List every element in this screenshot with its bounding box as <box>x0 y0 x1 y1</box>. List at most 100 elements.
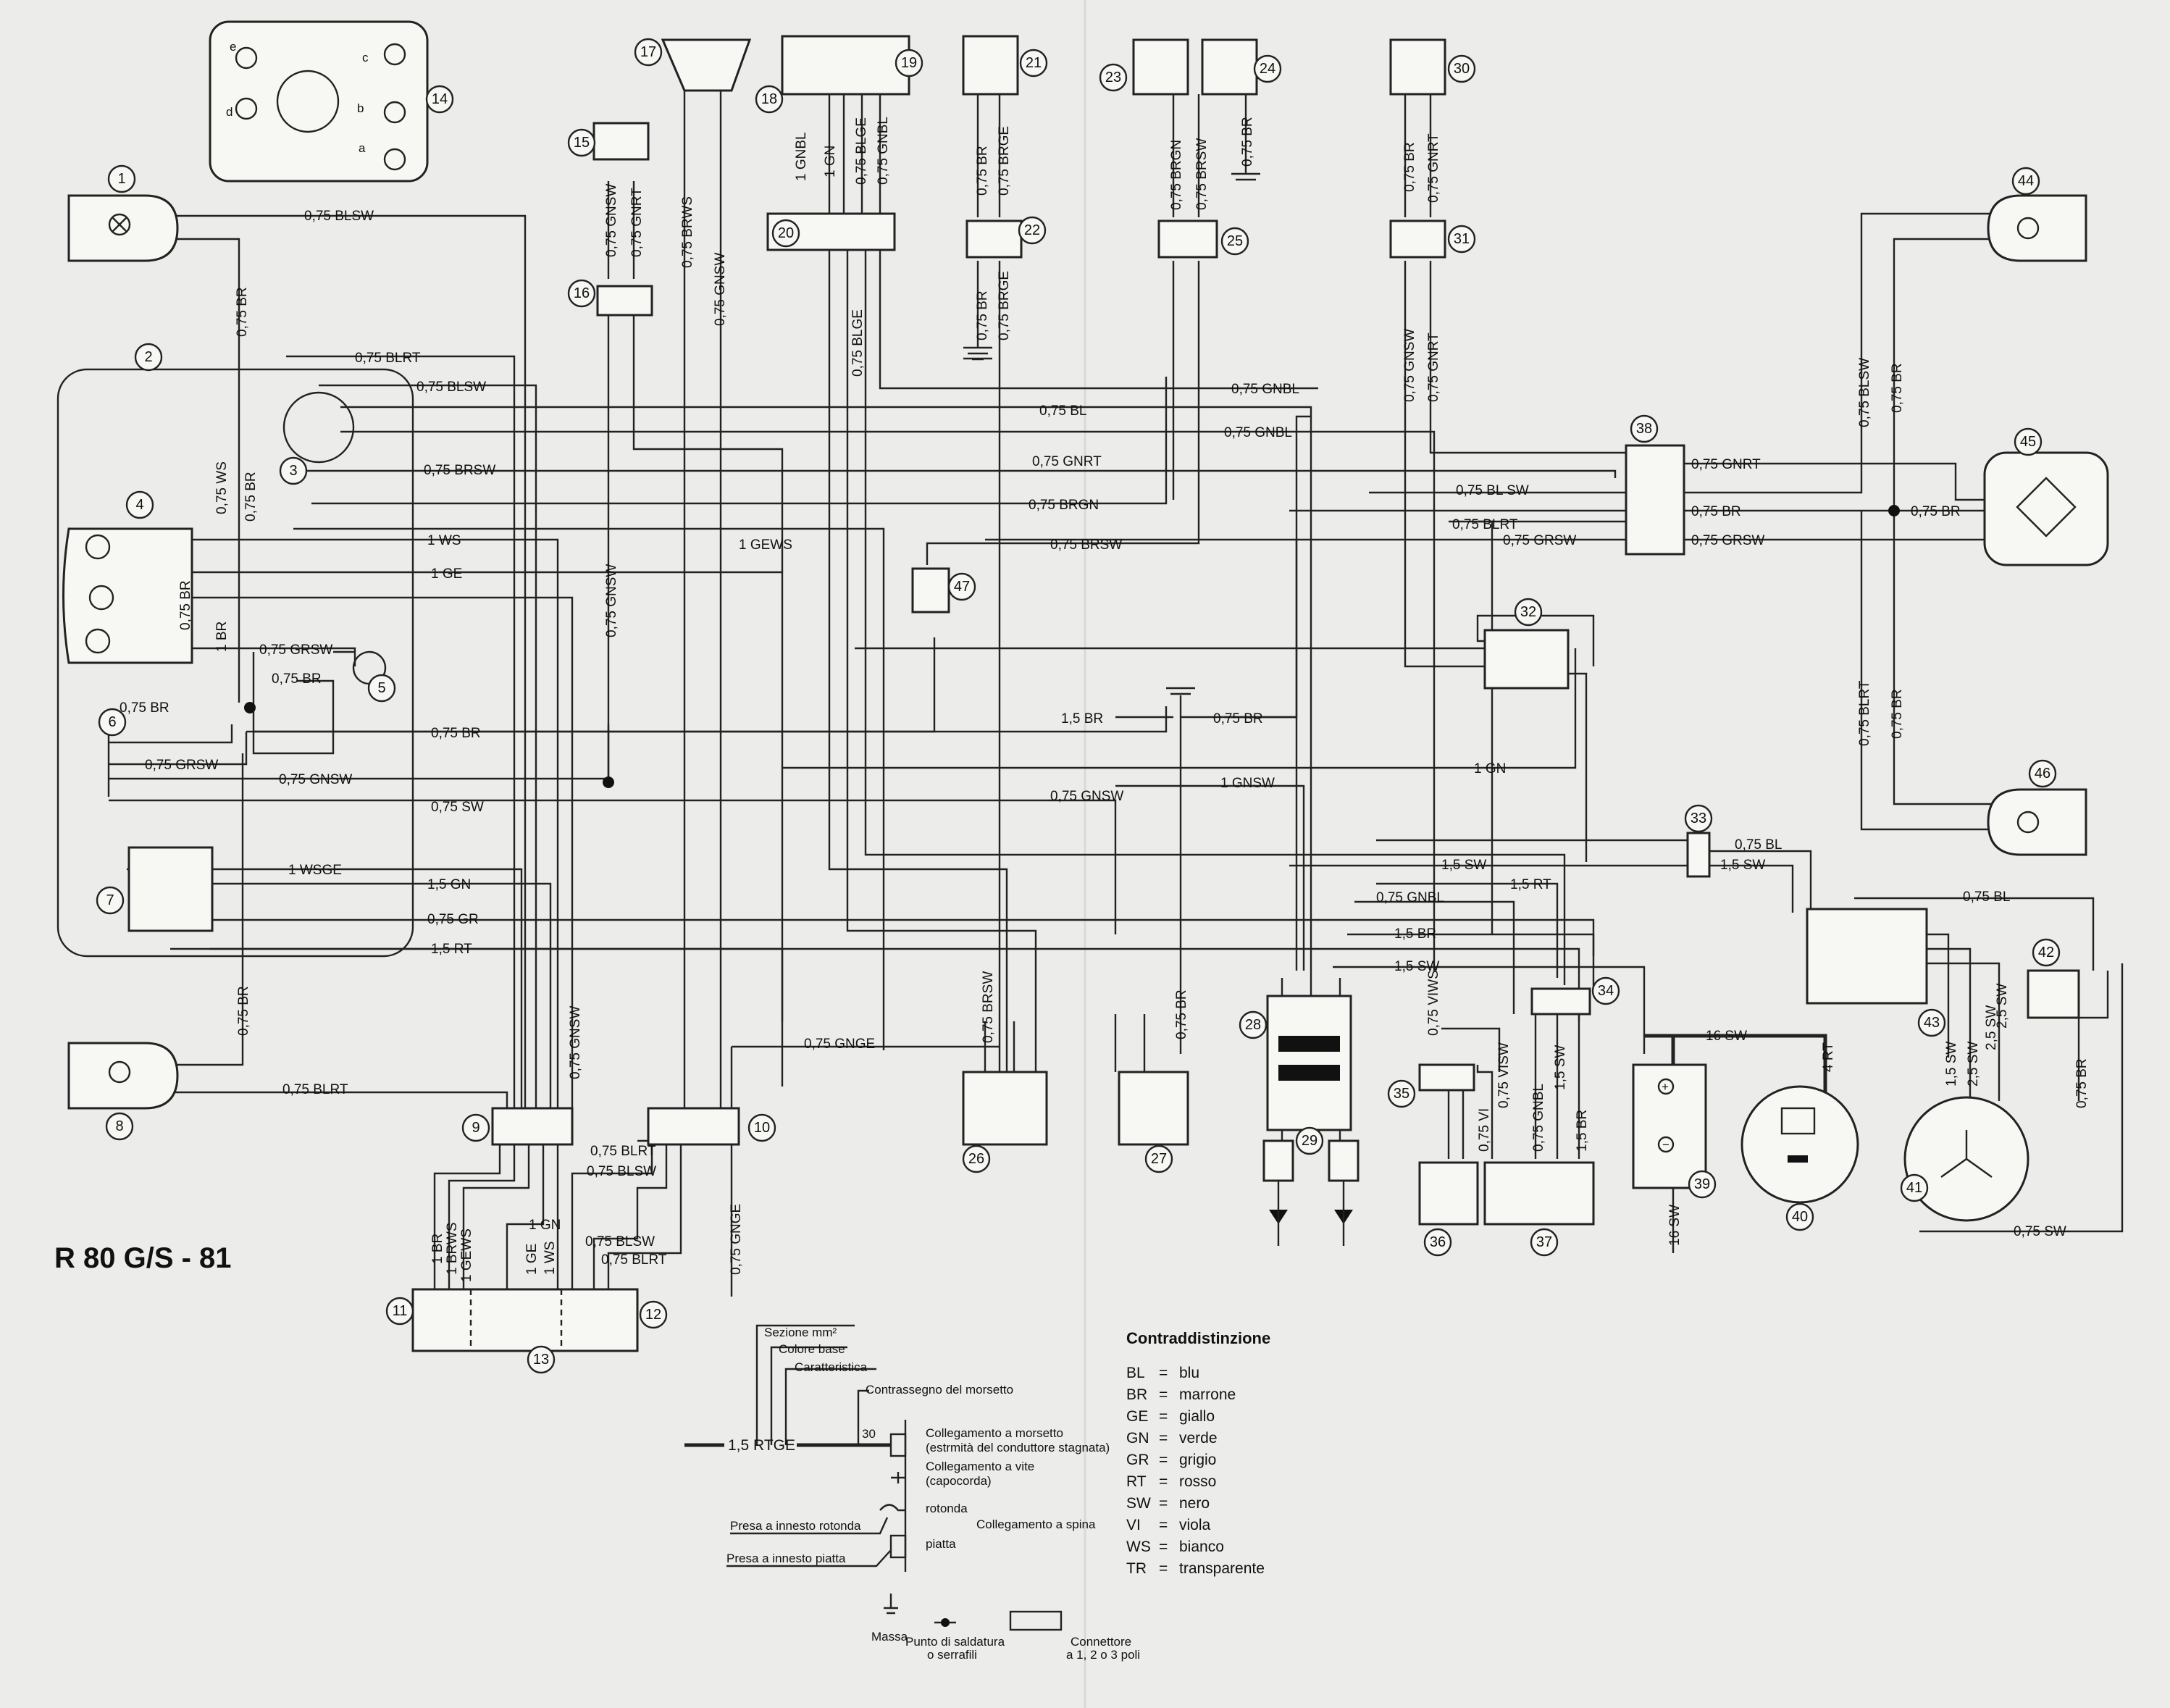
component-number: 33 <box>1691 811 1706 826</box>
wire-label: 2,5 SW <box>1984 1005 1999 1050</box>
component-number: 17 <box>640 44 656 60</box>
wire-label: 0,75 BRSW <box>424 463 495 478</box>
wire-label: 4 RT <box>1821 1042 1836 1072</box>
wire-label: 0,75 BR <box>1691 504 1741 519</box>
wire-label: 0,75 BLRT <box>1452 517 1518 532</box>
legend-color-name: nero <box>1179 1495 1210 1512</box>
wire-label: 0,75 BLGE <box>854 117 869 185</box>
legend-color-name: marrone <box>1179 1386 1236 1403</box>
wire-label: 0,75 BR <box>120 700 169 716</box>
wire-label: 1,5 SW <box>1553 1045 1568 1090</box>
component-11-12-13-switch-unit <box>411 1288 639 1352</box>
component-26-relay <box>962 1071 1048 1146</box>
wire-label: 1,5 SW <box>1720 858 1765 873</box>
legend-row: BR=marrone <box>1126 1386 1236 1403</box>
wire-label: 0,75 BR <box>2074 1058 2090 1108</box>
component-number: 44 <box>2018 173 2034 189</box>
component-number: 4 <box>135 497 143 513</box>
wire-label: 0,75 WS <box>214 461 230 514</box>
legend-heading: Contraddistinzione <box>1126 1329 1270 1347</box>
solder-points <box>244 505 1900 788</box>
component-35-connector <box>1418 1063 1475 1092</box>
wire-labels-vertical: 0,75 BR 0,75 WS 0,75 BR 1 BR 0,75 BR 0,7… <box>178 117 2090 1282</box>
key-colore: Colore base <box>779 1342 845 1356</box>
legend-eq: = <box>1159 1539 1168 1555</box>
battery-minus: − <box>1662 1138 1670 1152</box>
wire-label: 0,75 BLRT <box>601 1252 667 1268</box>
wire-label: 0,75 GNRT <box>1691 457 1761 472</box>
wire-label: 0,75 GNSW <box>604 184 619 257</box>
component-number: 3 <box>289 463 297 479</box>
wire-label: 0,75 VIWS <box>1426 970 1441 1036</box>
component-number: 30 <box>1454 61 1470 77</box>
component-number: 32 <box>1520 604 1536 620</box>
key-coll-morsetto-sub: (estrmità del conduttore stagnata) <box>926 1441 1110 1454</box>
component-number: 2 <box>144 349 152 365</box>
component-number: 11 <box>393 1303 408 1319</box>
wire-label: 0,75 GNRT <box>1032 454 1102 469</box>
wire-label: 1 GE <box>524 1244 540 1275</box>
wire-label: 1 GN <box>823 146 838 177</box>
component-number: 22 <box>1024 222 1040 238</box>
wire-label: 1,5 RT <box>1510 877 1551 892</box>
component-43-rectifier <box>1806 908 1928 1005</box>
legend-code: GN <box>1126 1430 1149 1447</box>
wire-label: 1 GEWS <box>739 537 792 553</box>
wire-label: 1 BR <box>214 621 230 652</box>
component-36-switch <box>1418 1161 1479 1226</box>
legend-code: VI <box>1126 1517 1141 1533</box>
wire-label: 1 GN <box>529 1218 561 1233</box>
component-number: 37 <box>1536 1234 1552 1250</box>
bulb-letter-b: b <box>357 101 364 115</box>
component-number: 45 <box>2020 434 2036 450</box>
component-27-switch <box>1118 1071 1189 1146</box>
legend-row: GE=giallo <box>1126 1408 1215 1425</box>
component-number: 31 <box>1454 231 1470 247</box>
wire-label: 0,75 BLRT <box>355 351 421 366</box>
wire-label: 1,5 RT <box>431 942 472 957</box>
component-number: 9 <box>472 1120 479 1136</box>
page-title: R 80 G/S - 81 <box>54 1242 232 1274</box>
wire-label: 0,75 BL <box>1963 889 2011 905</box>
component-42-sensor <box>2027 969 2080 1019</box>
wire-label: 1 BRWS <box>445 1222 460 1275</box>
wire-label: 0,75 BR <box>1890 689 1905 739</box>
legend-row: SW=nero <box>1126 1495 1210 1512</box>
key-caratteristica: Caratteristica <box>795 1360 868 1374</box>
wire-label: 0,75 VISW <box>1496 1042 1512 1108</box>
component-number: 27 <box>1151 1151 1167 1167</box>
component-number: 15 <box>574 135 590 151</box>
wire-label: 0,75 BRSW <box>981 971 996 1043</box>
wire-label: 16 SW <box>1667 1205 1683 1246</box>
component-37-switch <box>1483 1161 1595 1226</box>
legend-row: GN=verde <box>1126 1430 1218 1447</box>
component-9-connector <box>491 1107 574 1146</box>
wire-labels-horizontal: 0,75 BLSW 0,75 BLRT 0,75 BLSW 0,75 BL 0,… <box>120 209 2066 1268</box>
wire-label: 0,75 GNRT <box>629 188 645 257</box>
component-number: 41 <box>1906 1180 1922 1196</box>
wire-label: 0,75 GNBL <box>1224 425 1292 440</box>
legend-code: SW <box>1126 1495 1151 1512</box>
wire-label: 0,75 BLSW <box>587 1164 656 1179</box>
wire-label: 0,75 BRGE <box>997 126 1012 196</box>
wire-label: 0,75 GNGE <box>804 1037 875 1052</box>
component-45-tail-light <box>1983 451 2109 566</box>
component-number: 18 <box>761 91 777 107</box>
wire-label: 0,75 GR <box>427 912 479 927</box>
bulb-letter-e: e <box>230 40 236 54</box>
component-number: 35 <box>1394 1086 1409 1102</box>
component-47-connector <box>911 567 950 614</box>
component-number: 36 <box>1430 1234 1446 1250</box>
component-29-spark-plugs <box>1262 1139 1360 1246</box>
component-number: 28 <box>1245 1017 1261 1033</box>
solder-point <box>603 776 614 788</box>
wire-label: 1,5 SW <box>1441 858 1486 873</box>
legend-row: WS=bianco <box>1126 1539 1224 1555</box>
key-massa: Massa <box>871 1630 908 1644</box>
wire-label: 1,5 BR <box>1394 926 1436 942</box>
legend-row: RT=rosso <box>1126 1473 1216 1490</box>
key-coll-morsetto: Collegamento a morsetto <box>926 1426 1063 1440</box>
component-number: 39 <box>1694 1176 1710 1192</box>
wire-label: 16 SW <box>1706 1029 1747 1044</box>
wire-label: 0,75 GNRT <box>1426 133 1441 203</box>
